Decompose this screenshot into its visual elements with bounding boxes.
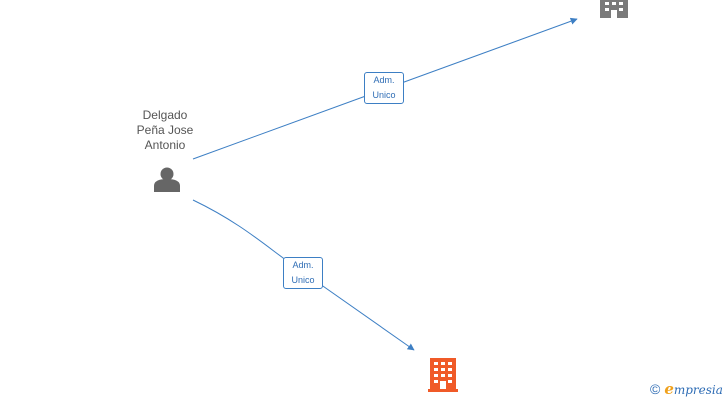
edge-label-line: Adm. <box>292 260 314 270</box>
edge-label-line: Unico <box>372 90 396 100</box>
brand-logo: © empresia <box>650 380 723 398</box>
edge-label[interactable]: Adm. Unico <box>364 72 404 104</box>
edge-label[interactable]: Adm. Unico <box>283 257 323 289</box>
brand-wordmark: empresia <box>664 380 723 398</box>
brand-initial: e <box>664 380 674 398</box>
building-icon[interactable] <box>600 0 628 18</box>
building-icon[interactable] <box>428 358 458 392</box>
person-name[interactable]: Delgado Peña Jose Antonio <box>136 108 194 152</box>
brand-rest: mpresia <box>673 383 723 397</box>
person-icon[interactable] <box>154 167 180 193</box>
edge-label-line: Unico <box>291 275 315 285</box>
edge-label-line: Adm. <box>373 75 395 85</box>
copyright-symbol: © <box>650 381 661 397</box>
